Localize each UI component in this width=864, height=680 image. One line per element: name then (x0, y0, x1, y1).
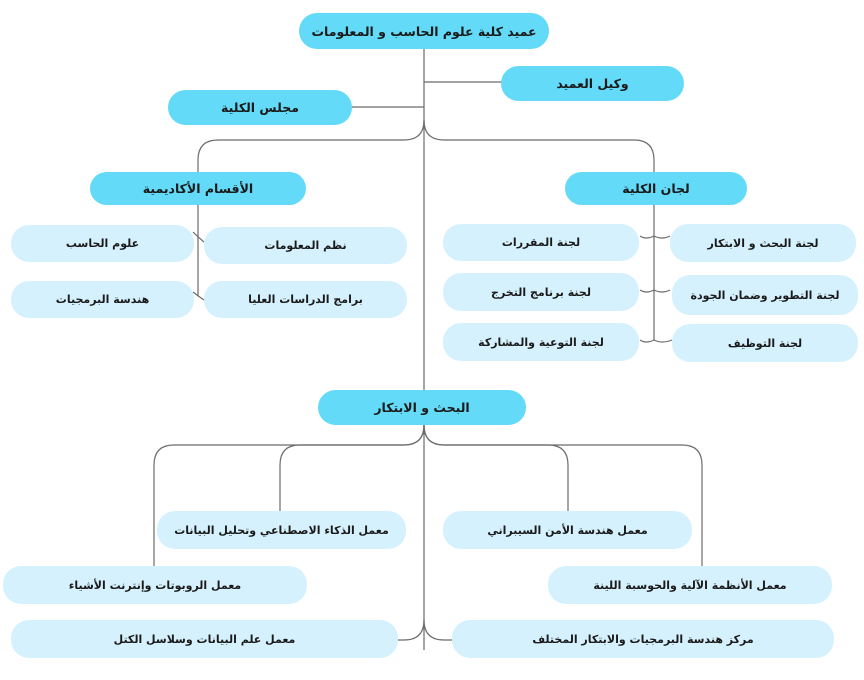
center-software-engineering[interactable]: مركز هندسة البرمجيات والابتكار المختلف (452, 620, 834, 658)
lab-data-science-blockchain[interactable]: معمل علم البيانات وسلاسل الكتل (11, 620, 398, 658)
committee-research-innovation[interactable]: لجنة البحث و الابتكار (670, 224, 856, 262)
college-committees-node[interactable]: لجان الكلية (565, 172, 747, 205)
department-computer-science[interactable]: علوم الحاسب (11, 225, 194, 262)
committee-outreach[interactable]: لجنة التوعية والمشاركة (443, 323, 639, 361)
lab-robotics-iot[interactable]: معمل الروبوتات وإنترنت الأشياء (3, 566, 307, 604)
research-bottom-left (398, 619, 425, 641)
department-graduate-programs[interactable]: برامج الدراسات العليا (204, 281, 407, 318)
research-split-3 (423, 424, 569, 512)
committee-connector-2 (639, 289, 671, 293)
lab-automated-systems[interactable]: معمل الأنظمة الآلية والحوسبة اللينة (548, 566, 832, 604)
dept-connector-1 (192, 231, 205, 243)
committee-connector-3 (639, 339, 673, 343)
lab-cybersecurity[interactable]: معمل هندسة الأمن السيبراني (443, 511, 692, 549)
vice-dean-node[interactable]: وكيل العميد (501, 66, 684, 101)
committee-quality-development[interactable]: لجنة التطوير وضمان الجودة (672, 275, 858, 315)
research-split-4 (423, 424, 703, 566)
committees-branch-line (423, 119, 655, 176)
committee-employment[interactable]: لجنة التوظيف (672, 324, 858, 362)
research-innovation-node[interactable]: البحث و الابتكار (318, 390, 526, 425)
committee-courses[interactable]: لجنة المقررات (443, 224, 639, 261)
lab-ai-data-analytics[interactable]: معمل الذكاء الاصطناعي وتحليل البيانات (157, 511, 406, 549)
department-information-systems[interactable]: نظم المعلومات (204, 227, 407, 264)
academic-departments-node[interactable]: الأقسام الأكاديمية (90, 172, 306, 205)
committee-graduation-program[interactable]: لجنة برنامج التخرج (443, 273, 639, 311)
research-bottom-right (423, 619, 452, 641)
dean-node[interactable]: عميد كلية علوم الحاسب و المعلومات (299, 13, 549, 49)
dept-connector-2 (192, 291, 205, 301)
departments-branch-line (197, 119, 425, 176)
college-council-node[interactable]: مجلس الكلية (168, 90, 352, 125)
research-split-2 (279, 424, 425, 512)
department-software-engineering[interactable]: هندسة البرمجيات (11, 281, 194, 318)
committee-connector-1 (639, 235, 671, 239)
